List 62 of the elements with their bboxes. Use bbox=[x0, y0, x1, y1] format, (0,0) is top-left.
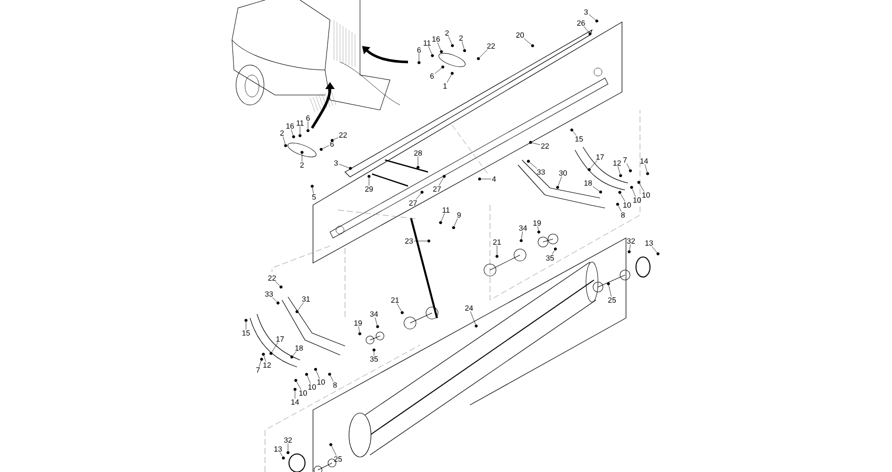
leader-line bbox=[441, 213, 445, 222]
leader-line bbox=[280, 452, 283, 457]
leader-line bbox=[572, 131, 576, 136]
leader-line bbox=[358, 326, 360, 332]
leader-line bbox=[620, 194, 626, 202]
leader-line bbox=[418, 53, 420, 62]
leader-line bbox=[592, 186, 600, 192]
leader-line bbox=[496, 245, 498, 255]
leader-line bbox=[448, 36, 452, 44]
leader-line bbox=[396, 303, 402, 312]
leader-line bbox=[312, 188, 314, 194]
leader-line bbox=[416, 193, 422, 200]
leader-line bbox=[632, 188, 636, 197]
leader-line bbox=[434, 68, 442, 74]
leader-line bbox=[334, 137, 338, 140]
leader-line bbox=[374, 317, 378, 326]
leader-line bbox=[294, 390, 296, 399]
leader-line bbox=[618, 166, 620, 174]
leader-line bbox=[275, 281, 280, 286]
leader-line bbox=[282, 136, 286, 144]
leader-line bbox=[626, 163, 630, 170]
leader-line bbox=[644, 164, 648, 172]
leader-line bbox=[479, 49, 488, 58]
leader-line bbox=[532, 142, 540, 145]
leader-line bbox=[552, 250, 555, 255]
leader-line bbox=[530, 162, 538, 169]
leader-line bbox=[272, 342, 278, 352]
leader-line bbox=[524, 38, 532, 45]
leader-line bbox=[437, 42, 441, 50]
leader-line bbox=[272, 297, 277, 302]
leader-line bbox=[428, 46, 432, 54]
leader-line bbox=[462, 41, 464, 50]
leader-line bbox=[338, 164, 349, 168]
leader-line bbox=[368, 178, 370, 186]
leader-line bbox=[652, 246, 658, 253]
leader-line bbox=[584, 26, 590, 33]
leader-line bbox=[639, 184, 644, 192]
leader-line bbox=[290, 129, 294, 136]
leader-line bbox=[414, 240, 428, 242]
leader-line bbox=[454, 218, 458, 226]
leader-line bbox=[296, 382, 302, 390]
leader-line bbox=[558, 176, 562, 186]
leader-line bbox=[258, 360, 262, 367]
leader-line bbox=[629, 244, 631, 250]
leader-line bbox=[322, 145, 330, 149]
leader-line bbox=[618, 206, 622, 212]
leader-line bbox=[307, 376, 311, 384]
leader-line bbox=[264, 356, 266, 362]
leader-line bbox=[538, 226, 539, 231]
leader-line bbox=[438, 178, 444, 186]
leader-line bbox=[298, 302, 304, 310]
leader-line bbox=[446, 74, 452, 83]
leader-line bbox=[481, 178, 492, 180]
leader-line bbox=[331, 446, 336, 456]
leader-line bbox=[330, 376, 334, 382]
leader-line bbox=[608, 285, 612, 297]
leader-line bbox=[470, 311, 476, 325]
leader-line bbox=[588, 14, 596, 20]
leader-line bbox=[292, 351, 296, 356]
leader-line bbox=[521, 231, 523, 240]
leader-line bbox=[590, 160, 598, 169]
leader-line bbox=[316, 370, 320, 379]
